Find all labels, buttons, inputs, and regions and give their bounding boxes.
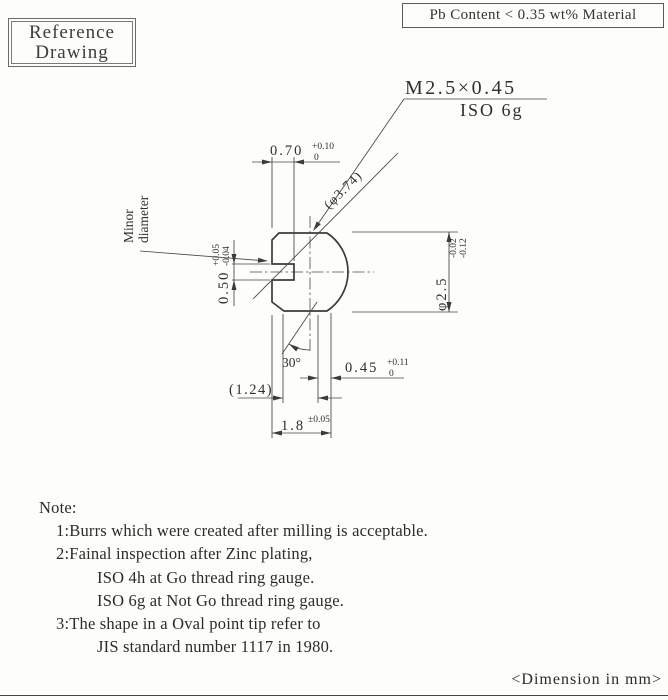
point-length-tol-lower: 0: [389, 369, 394, 379]
slot-depth-dim: 0.70: [270, 143, 303, 159]
dimension-unit-note: <Dimension in mm>: [511, 671, 662, 688]
thread-class-label: ISO 6g: [460, 100, 524, 120]
body-diameter-tol-lower: -0.12: [459, 238, 469, 258]
notes-block: Note: 1:Burrs which were created after m…: [39, 496, 428, 658]
center-lines: [250, 216, 374, 352]
arrowhead: [262, 159, 272, 165]
point-length-tol-upper: +0.11: [387, 358, 409, 368]
arrowhead: [231, 254, 237, 264]
note-line-6: JIS standard number 1117 in 1980.: [97, 637, 334, 657]
screw-outline: [271, 232, 349, 312]
reference-drawing-line1: Reference: [29, 21, 115, 43]
arrowhead: [331, 375, 341, 381]
arrowhead: [289, 344, 299, 352]
point-length-dim: 0.45: [345, 360, 378, 376]
arrowhead: [313, 221, 321, 231]
minor-diameter-label-line2: diameter: [136, 195, 151, 243]
arrowhead: [308, 375, 318, 381]
reference-drawing-stamp-inner: Reference Drawing: [11, 21, 133, 64]
slot-depth-tol-lower: 0: [314, 153, 319, 163]
arrowhead: [257, 257, 268, 263]
leader-lines: [139, 98, 405, 355]
arrowhead: [446, 232, 452, 242]
slot-depth-tol-upper: +0.10: [312, 142, 334, 152]
chamfer-angle-label: 30°: [282, 355, 301, 370]
minor-diameter-label-line1: Minor: [121, 209, 136, 243]
note-line-5: 3:The shape in a Oval point tip refer to: [56, 614, 321, 634]
overall-length-dim: 1.8: [281, 418, 305, 434]
reference-drawing-line2: Drawing: [35, 41, 109, 63]
note-line-2: 2:Fainal inspection after Zinc plating,: [56, 544, 313, 564]
slot-width-tol-lower: -0.04: [222, 246, 232, 266]
arrowhead: [446, 302, 452, 312]
sphere-diameter-ref-label: (φ3.74): [321, 168, 365, 212]
arrowhead: [318, 395, 328, 401]
overall-length-tol: ±0.05: [308, 415, 330, 425]
arrowhead: [294, 159, 304, 165]
arrowhead: [272, 430, 282, 436]
slot-width-dim: 0.50: [216, 271, 232, 304]
thread-spec-label: M2.5×0.45: [405, 77, 517, 99]
arrowhead: [273, 395, 283, 401]
slot-width-tol-upper: +0.05: [212, 244, 222, 266]
arrowhead: [321, 430, 331, 436]
dimension-arrowheads: [231, 159, 452, 436]
arrowhead: [231, 280, 237, 290]
body-diameter-tol-upper: -0.02: [449, 238, 459, 258]
pb-content-note: Pb Content < 0.35 wt% Material: [402, 3, 664, 28]
ref-length-dim: (1.24): [229, 382, 273, 398]
reference-drawing-stamp: Reference Drawing: [8, 18, 136, 67]
note-line-3: ISO 4h at Go thread ring gauge.: [97, 567, 315, 587]
note-line-1: 1:Burrs which were created after milling…: [56, 521, 429, 541]
notes-title: Note:: [39, 498, 77, 517]
body-diameter-dim: φ2.5: [434, 277, 450, 312]
sheet-border-line: [0, 695, 668, 696]
note-line-4: ISO 6g at Not Go thread ring gauge.: [97, 590, 345, 610]
